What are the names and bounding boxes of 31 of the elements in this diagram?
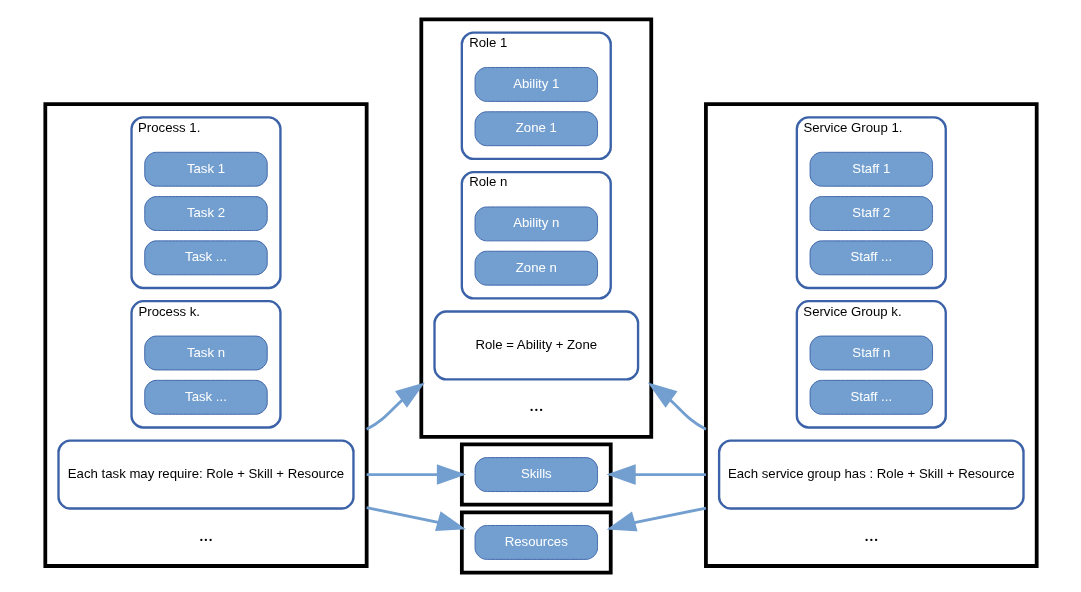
node-box: Zone 1 (474, 111, 598, 147)
arrow (366, 464, 466, 485)
node-box: Zone n (474, 250, 598, 286)
node-box: Staff 1 (809, 151, 933, 187)
node-box: Each service group has : Role + Skill + Resource (717, 439, 1025, 510)
node-box: Task ... (143, 379, 268, 415)
label: ... (198, 523, 213, 545)
node-box: Task n (143, 335, 268, 371)
node-box: Role = Ability + Zone (432, 310, 639, 381)
arrow (647, 382, 707, 431)
cluster (42, 102, 369, 568)
node-box: Staff n (809, 335, 933, 371)
arrow (605, 464, 706, 485)
cluster (459, 442, 613, 507)
node-box: Each task may require: Role + Skill + Resource (56, 439, 355, 510)
node-box: Staff ... (809, 240, 933, 276)
node-box: Staff 2 (809, 196, 933, 231)
label: ... (528, 394, 543, 416)
node-box: Skills (474, 457, 598, 492)
cluster (703, 102, 1039, 568)
label: ... (863, 523, 878, 545)
node-box: Task 2 (143, 196, 268, 231)
cluster (459, 510, 613, 575)
node-box: Staff ... (809, 379, 933, 415)
node-box: Task 1 (143, 151, 268, 187)
arrow (365, 382, 425, 431)
node-box: Task ... (143, 240, 268, 276)
cluster (418, 17, 653, 439)
node-box: Ability n (474, 206, 598, 242)
node-box: Ability 1 (474, 67, 598, 102)
node-box: Resources (474, 525, 598, 560)
